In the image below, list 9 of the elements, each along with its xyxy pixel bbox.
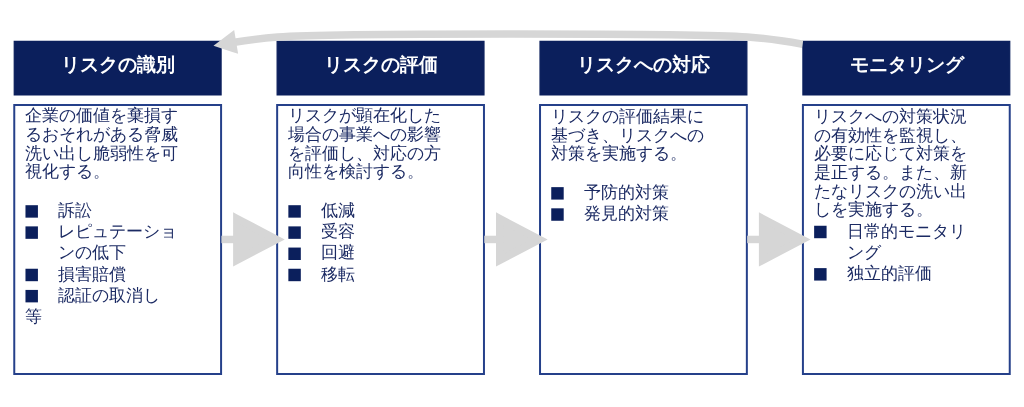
node-box: モニタリング xyxy=(802,40,1011,96)
node-box: リスクへの対応 xyxy=(539,40,748,96)
node-box: リスクの識別 xyxy=(13,40,222,96)
node-box: リスクの評価 xyxy=(276,40,485,96)
node-box: リスクへの対策状況の有効性を監視し、必要に応じて対策を是正する。また、新たなリスクの洗い出しを実施する。 日常的モニタリング 独立的評価 xyxy=(801,103,1011,375)
arrow xyxy=(213,29,804,54)
node-box: リスクが顕在化した場合の事業への影響を評価し、対応の方向性を検討する。 低減 受容 回避 移転 xyxy=(276,103,485,375)
node-box: 企業の価値を棄損するおそれがある脅威洗い出し脆弱性を可視化する。 訴訟 レピュテーションの低下 損害賠償 認証の取消し 等 xyxy=(13,103,223,375)
node-box: リスクの評価結果に基づき、リスクへの対策を実施する。 予防的対策 発見的対策 xyxy=(539,103,748,375)
